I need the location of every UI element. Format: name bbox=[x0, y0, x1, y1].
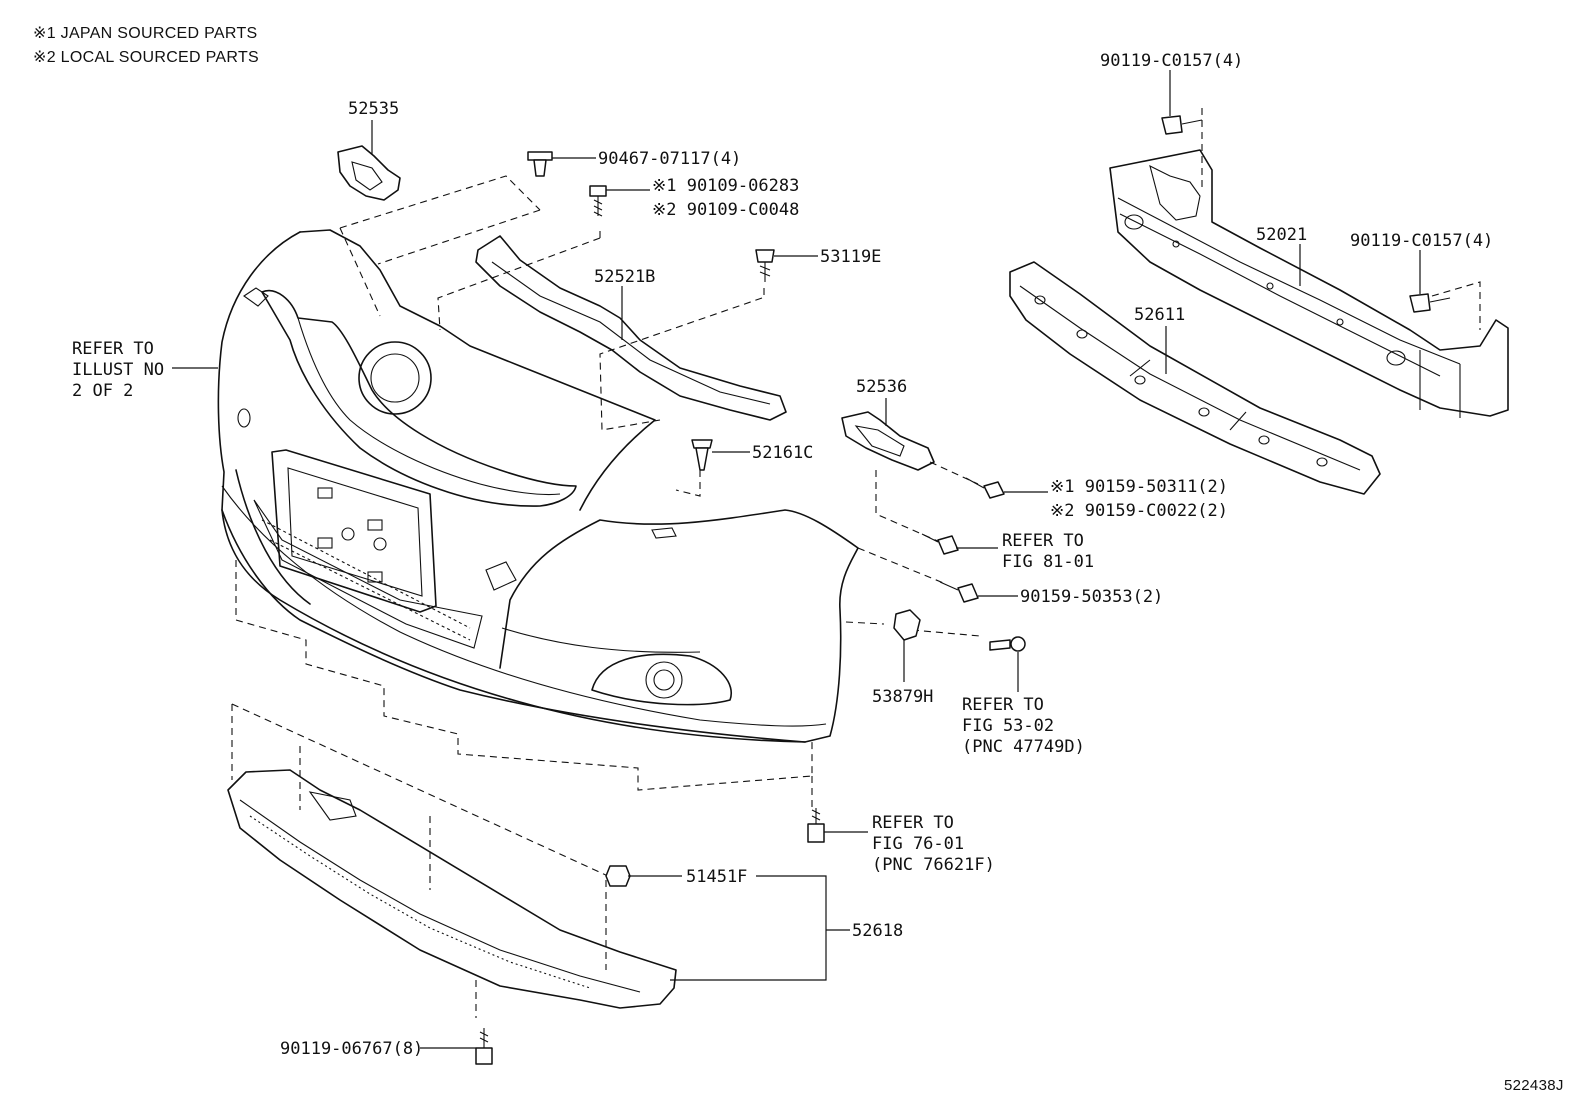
clip-52161c-icon bbox=[691, 439, 713, 471]
callout-52161c: 52161C bbox=[752, 443, 813, 463]
bolt-fig8101-icon bbox=[921, 533, 959, 555]
ref-fig8101-line2: FIG 81-01 bbox=[1002, 552, 1094, 572]
callout-51451f: 51451F bbox=[686, 867, 747, 887]
ref-fig7601-line2: FIG 76-01 bbox=[872, 834, 964, 854]
ref-illust-line1: REFER TO bbox=[72, 339, 154, 359]
retainer-53879h-icon bbox=[893, 609, 921, 641]
screw-90109-icon bbox=[589, 185, 607, 217]
absorber-52611 bbox=[1009, 261, 1381, 495]
ref-fig5302-line1: REFER TO bbox=[962, 695, 1044, 715]
callout-90159-c0022: ※2 90159-C0022(2) bbox=[1050, 501, 1228, 521]
ref-fig8101-line1: REFER TO bbox=[1002, 531, 1084, 551]
note-japan-sourced: ※1 JAPAN SOURCED PARTS bbox=[33, 25, 258, 42]
ref-fig7601-line1: REFER TO bbox=[872, 813, 954, 833]
callout-52536: 52536 bbox=[856, 377, 907, 397]
retainer-52521b bbox=[475, 235, 787, 421]
bolt-90119-c0157-top-icon bbox=[1161, 115, 1203, 135]
callout-90119-c0157-top: 90119-C0157(4) bbox=[1100, 51, 1243, 71]
callout-90119-06767: 90119-06767(8) bbox=[280, 1039, 423, 1059]
reinforcement-52021 bbox=[1109, 149, 1509, 418]
bracket-52536 bbox=[841, 411, 935, 471]
callout-90467-07117: 90467-07117(4) bbox=[598, 149, 741, 169]
callout-90109-c0048: ※2 90109-C0048 bbox=[652, 200, 799, 220]
ref-fig7601-line3: (PNC 76621F) bbox=[872, 855, 995, 875]
callout-52021: 52021 bbox=[1256, 225, 1307, 245]
clip-90467-icon bbox=[527, 151, 553, 177]
note-local-sourced: ※2 LOCAL SOURCED PARTS bbox=[33, 49, 259, 66]
clip-53119e-icon bbox=[755, 249, 775, 282]
nut-51451f-icon bbox=[605, 865, 631, 887]
bolt-90119-c0157-right-icon bbox=[1409, 293, 1451, 313]
ref-fig5302-line3: (PNC 47749D) bbox=[962, 737, 1085, 757]
ref-fig5302-line2: FIG 53-02 bbox=[962, 716, 1054, 736]
ref-illust-line2: ILLUST NO bbox=[72, 360, 164, 380]
bolt-90159-50311-icon bbox=[965, 477, 1005, 499]
callout-52611: 52611 bbox=[1134, 305, 1185, 325]
callout-52521b: 52521B bbox=[594, 267, 655, 287]
bolt-90119-06767-icon bbox=[475, 1028, 493, 1065]
bracket-52535 bbox=[337, 145, 401, 201]
callout-53879h: 53879H bbox=[872, 687, 933, 707]
callout-52535: 52535 bbox=[348, 99, 399, 119]
bumper-cover-drawing bbox=[217, 229, 859, 743]
figure-id: 522438J bbox=[1504, 1077, 1564, 1094]
grommet-47749d-icon bbox=[989, 636, 1026, 652]
leader-lines bbox=[172, 70, 1421, 1049]
lower-cover-52618 bbox=[227, 769, 677, 1009]
callout-90159-50353: 90159-50353(2) bbox=[1020, 587, 1163, 607]
callout-53119e: 53119E bbox=[820, 247, 881, 267]
callout-90119-c0157-right: 90119-C0157(4) bbox=[1350, 231, 1493, 251]
callout-90159-50311: ※1 90159-50311(2) bbox=[1050, 477, 1228, 497]
callout-90109-06283: ※1 90109-06283 bbox=[652, 176, 799, 196]
bolt-90159-50353-icon bbox=[939, 581, 979, 603]
ref-illust-line3: 2 OF 2 bbox=[72, 381, 133, 401]
screw-fig7601-icon bbox=[807, 808, 825, 843]
callout-52618: 52618 bbox=[852, 921, 903, 941]
assembly-lines bbox=[231, 175, 981, 1018]
